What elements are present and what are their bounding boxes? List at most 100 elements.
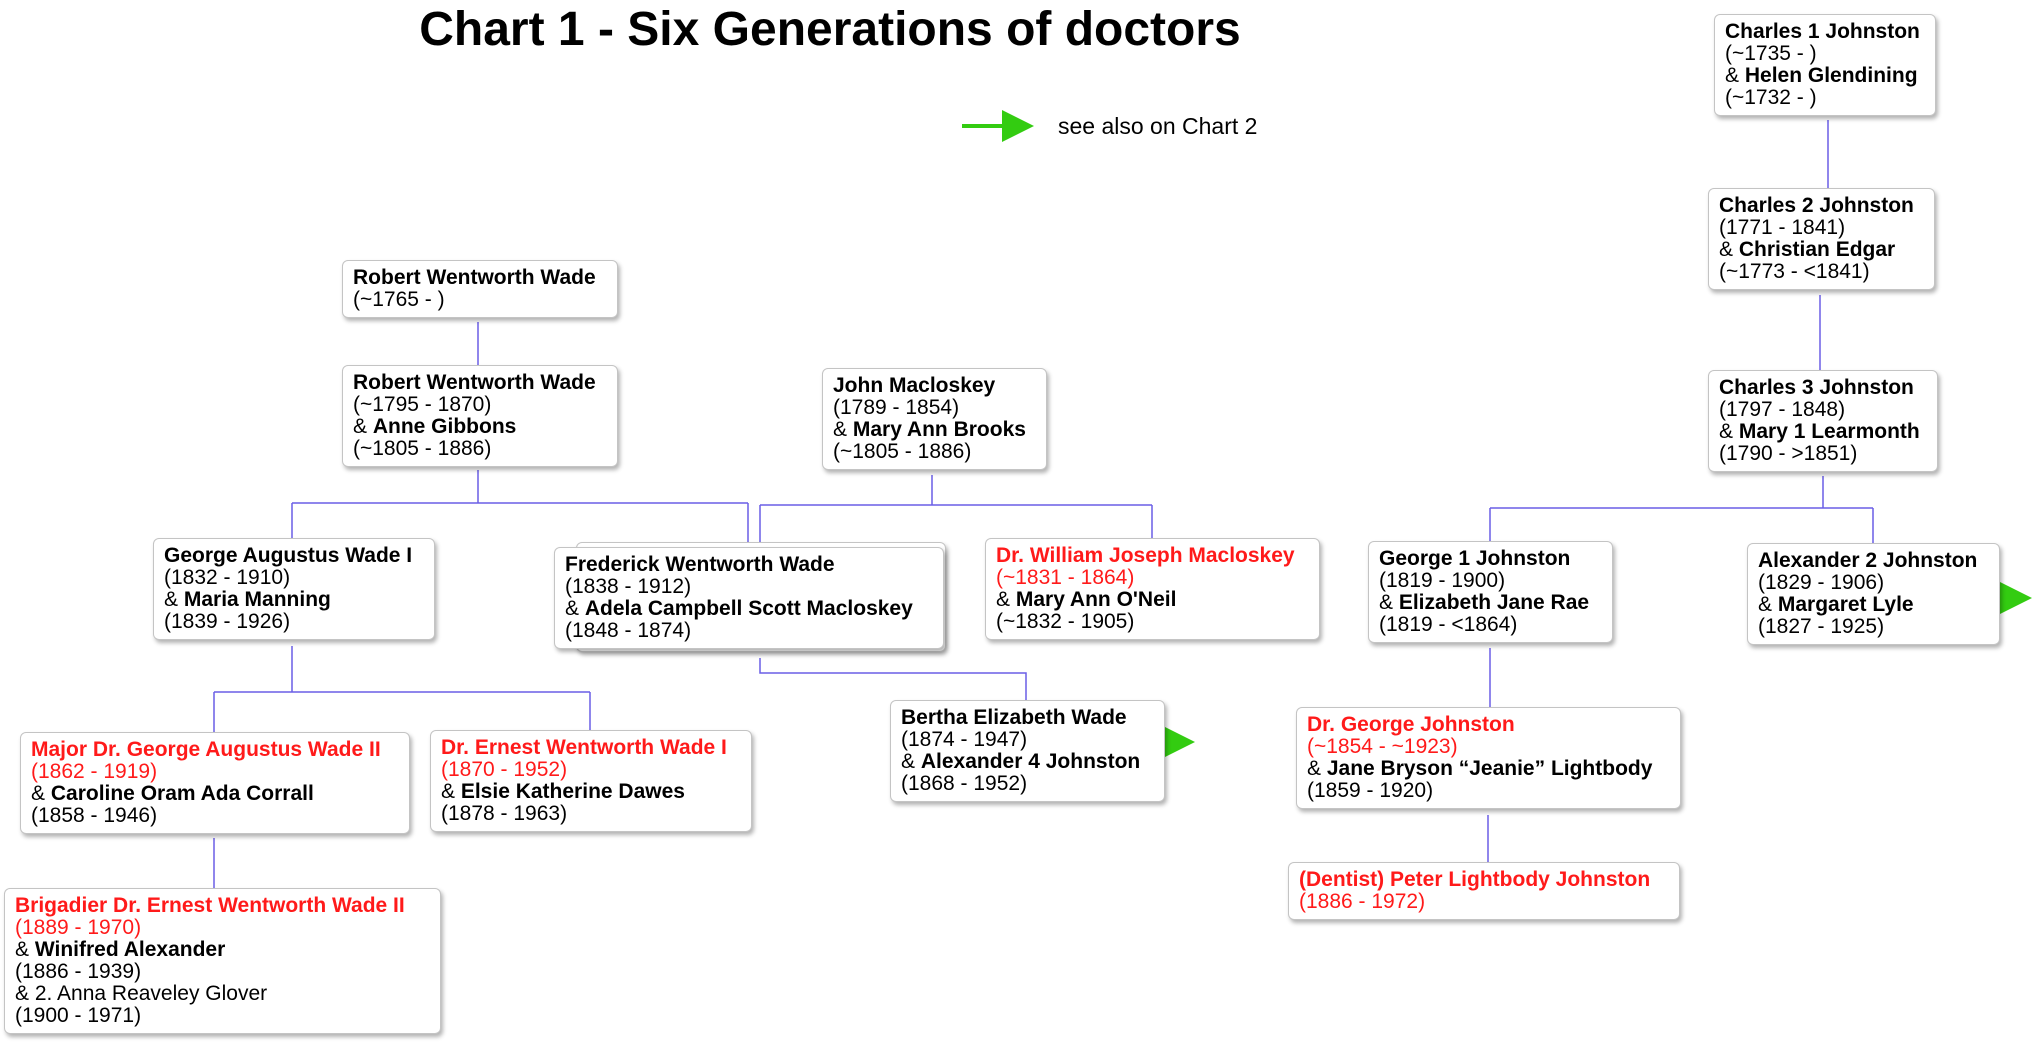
spouse-dates: (1858 - 1946) (31, 804, 158, 827)
spouse-line: & Adela Campbell Scott Macloskey (565, 597, 913, 620)
person-dates: (1838 - 1912) (565, 575, 692, 598)
person-name: Major Dr. George Augustus Wade II (31, 738, 381, 761)
spouse-dates: (1790 - >1851) (1719, 442, 1858, 465)
person-dates: (1889 - 1970) (15, 916, 142, 939)
person-dates: (1789 - 1854) (833, 396, 960, 419)
spouse-name: Maria Manning (183, 588, 331, 611)
person-name: John Macloskey (833, 374, 996, 397)
spouse-name: Alexander 4 Johnston (920, 750, 1141, 773)
spouse-name: Mary 1 Learmonth (1738, 420, 1920, 443)
person-box-charles-2-johnston[interactable]: Charles 2 Johnston (1771 - 1841) & Chris… (1708, 188, 1935, 290)
spouse-dates: (~1805 - 1886) (833, 440, 972, 463)
spouse-dates: (1819 - <1864) (1379, 613, 1518, 636)
person-dates: (~1735 - ) (1725, 42, 1817, 65)
person-name: Brigadier Dr. Ernest Wentworth Wade II (15, 894, 405, 917)
spouse-dates: (1878 - 1963) (441, 802, 568, 825)
spouse-line: & Mary Ann Brooks (833, 418, 1026, 441)
spouse-line: & Alexander 4 Johnston (901, 750, 1141, 773)
spouse-name: Helen Glendining (1744, 64, 1918, 87)
spouse-dates: (1868 - 1952) (901, 772, 1028, 795)
person-box-dr-george-johnston[interactable]: Dr. George Johnston (~1854 - ~1923) & Ja… (1296, 707, 1681, 809)
spouse-dates: (~1773 - <1841) (1719, 260, 1870, 283)
second-spouse-dates: (1900 - 1971) (15, 1004, 142, 1027)
spouse-dates: (1859 - 1920) (1307, 779, 1434, 802)
person-name: Bertha Elizabeth Wade (901, 706, 1127, 729)
person-name: Alexander 2 Johnston (1758, 549, 1978, 572)
person-box-john-macloskey[interactable]: John Macloskey (1789 - 1854) & Mary Ann … (822, 368, 1047, 470)
person-dates: (1886 - 1972) (1299, 890, 1426, 913)
person-box-charles-3-johnston[interactable]: Charles 3 Johnston (1797 - 1848) & Mary … (1708, 370, 1938, 472)
spouse-name: Adela Campbell Scott Macloskey (584, 597, 913, 620)
spouse-name: Elizabeth Jane Rae (1398, 591, 1590, 614)
second-spouse: & 2. Anna Reaveley Glover (15, 982, 268, 1005)
person-dates: (1797 - 1848) (1719, 398, 1846, 421)
spouse-line: & Anne Gibbons (353, 415, 517, 438)
spouse-line: & Margaret Lyle (1758, 593, 1914, 616)
person-box-robert-wentworth-wade-1795[interactable]: Robert Wentworth Wade (~1795 - 1870) & A… (342, 365, 618, 467)
spouse-dates: (~1732 - ) (1725, 86, 1817, 109)
person-dates: (~1831 - 1864) (996, 566, 1135, 589)
spouse-dates: (1827 - 1925) (1758, 615, 1885, 638)
person-dates: (1771 - 1841) (1719, 216, 1846, 239)
connector-jm-children (759, 475, 1153, 547)
person-dates: (1819 - 1900) (1379, 569, 1506, 592)
spouse-line: & Elsie Katherine Dawes (441, 780, 685, 803)
person-dates: (~1795 - 1870) (353, 393, 492, 416)
person-box-bertha-elizabeth-wade[interactable]: Bertha Elizabeth Wade (1874 - 1947) & Al… (890, 700, 1165, 802)
connector-gaw1-children (213, 646, 591, 732)
person-name: George 1 Johnston (1379, 547, 1571, 570)
spouse-name: Mary Ann O'Neil (1015, 588, 1177, 611)
person-name: George Augustus Wade I (164, 544, 413, 567)
person-name: Robert Wentworth Wade (353, 371, 596, 394)
person-box-william-joseph-macloskey[interactable]: Dr. William Joseph Macloskey (~1831 - 18… (985, 538, 1320, 640)
spouse-name: Caroline Oram Ada Corrall (50, 782, 314, 805)
person-dates: (~1854 - ~1923) (1307, 735, 1458, 758)
legend-label: see also on Chart 2 (1058, 113, 1258, 139)
spouse-dates: (1848 - 1874) (565, 619, 692, 642)
spouse-line: & Caroline Oram Ada Corrall (31, 782, 314, 805)
person-dates: (1832 - 1910) (164, 566, 291, 589)
spouse-line: & Mary 1 Learmonth (1719, 420, 1920, 443)
person-box-george-augustus-wade-2[interactable]: Major Dr. George Augustus Wade II (1862 … (20, 732, 410, 834)
person-name: Robert Wentworth Wade (353, 266, 596, 289)
spouse-dates: (1839 - 1926) (164, 610, 291, 633)
spouse-name: Elsie Katherine Dawes (460, 780, 685, 803)
person-box-peter-lightbody-johnston[interactable]: (Dentist) Peter Lightbody Johnston (1886… (1288, 862, 1680, 920)
person-box-ernest-wentworth-wade-1[interactable]: Dr. Ernest Wentworth Wade I (1870 - 1952… (430, 730, 752, 832)
spouse-line: & Mary Ann O'Neil (996, 588, 1177, 611)
spouse-line: & Maria Manning (164, 588, 331, 611)
person-name: Frederick Wentworth Wade (565, 553, 835, 576)
spouse-name: Winifred Alexander (34, 938, 226, 961)
spouse-dates: (~1832 - 1905) (996, 610, 1135, 633)
spouse-line: & Helen Glendining (1725, 64, 1918, 87)
person-dates: (1862 - 1919) (31, 760, 158, 783)
person-name: Dr. Ernest Wentworth Wade I (441, 736, 727, 759)
connector-cj3-children (1489, 476, 1874, 543)
spouse-name: Christian Edgar (1738, 238, 1896, 261)
spouse-line: & Christian Edgar (1719, 238, 1896, 261)
spouse-dates: (1886 - 1939) (15, 960, 142, 983)
person-name: Dr. George Johnston (1307, 713, 1515, 736)
person-dates: (1870 - 1952) (441, 758, 568, 781)
person-name: Charles 2 Johnston (1719, 194, 1914, 217)
person-box-ernest-wentworth-wade-2[interactable]: Brigadier Dr. Ernest Wentworth Wade II (… (4, 888, 441, 1034)
chart-title: Chart 1 - Six Generations of doctors (419, 3, 1241, 56)
spouse-line: & Jane Bryson “Jeanie” Lightbody (1307, 757, 1653, 780)
spouse-name: Margaret Lyle (1777, 593, 1914, 616)
person-box-charles-1-johnston[interactable]: Charles 1 Johnston (~1735 - ) & Helen Gl… (1714, 14, 1936, 116)
person-dates: (1874 - 1947) (901, 728, 1028, 751)
person-box-alexander-2-johnston[interactable]: Alexander 2 Johnston (1829 - 1906) & Mar… (1747, 543, 2000, 645)
spouse-line: & Winifred Alexander (15, 938, 226, 961)
person-box-frederick-wentworth-wade[interactable]: Frederick Wentworth Wade (1838 - 1912) &… (554, 547, 944, 649)
spouse-dates: (~1805 - 1886) (353, 437, 492, 460)
spouse-name: Mary Ann Brooks (852, 418, 1026, 441)
person-name: Charles 3 Johnston (1719, 376, 1914, 399)
connector-rww2-children (291, 470, 749, 547)
person-box-george-augustus-wade-1[interactable]: George Augustus Wade I (1832 - 1910) & M… (153, 538, 435, 640)
person-name: Dr. William Joseph Macloskey (996, 544, 1295, 567)
person-box-george-1-johnston[interactable]: George 1 Johnston (1819 - 1900) & Elizab… (1368, 541, 1613, 643)
person-box-robert-wentworth-wade-1765[interactable]: Robert Wentworth Wade (~1765 - ) (342, 260, 618, 318)
spouse-name: Jane Bryson “Jeanie” Lightbody (1326, 757, 1653, 780)
person-name: Charles 1 Johnston (1725, 20, 1920, 43)
spouse-name: Anne Gibbons (372, 415, 517, 438)
